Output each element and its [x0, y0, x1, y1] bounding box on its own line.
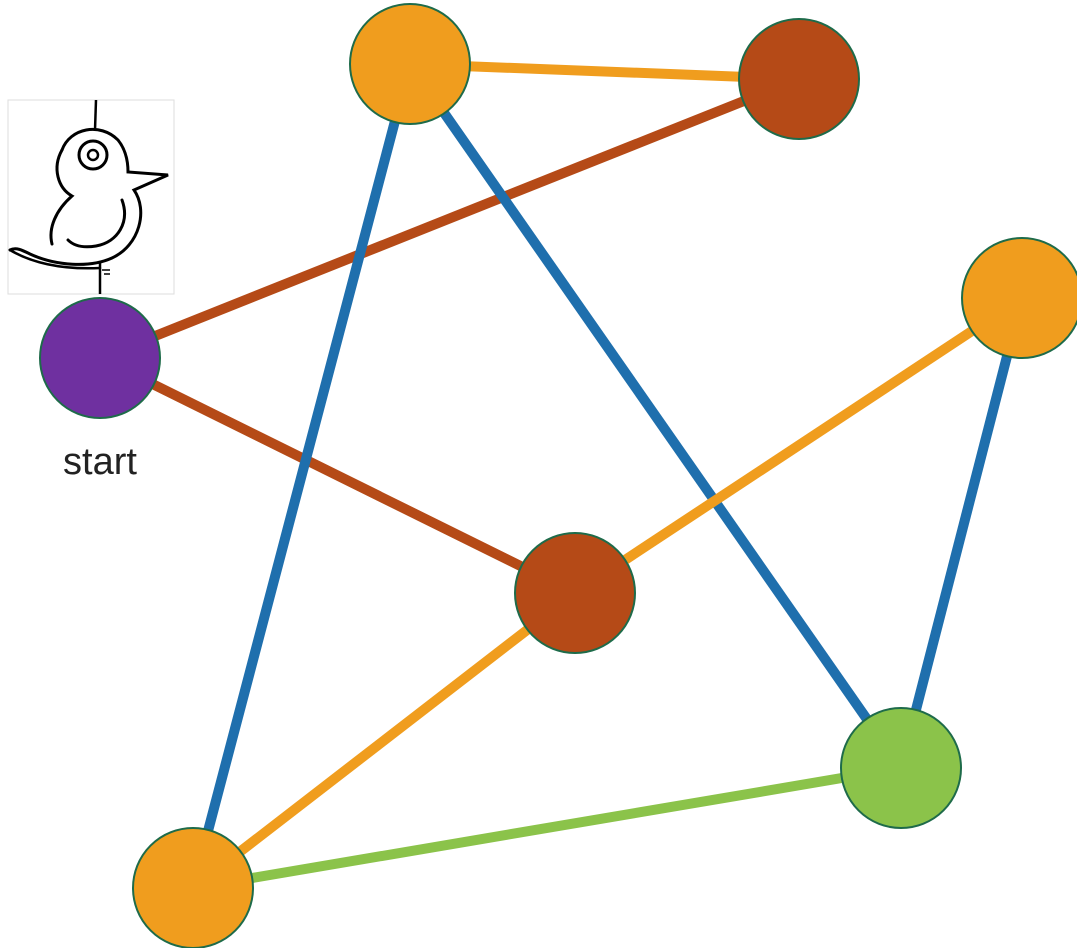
node-top-right	[738, 18, 860, 140]
bird-sketch-icon	[7, 99, 175, 295]
edge-start-to-top-right	[98, 74, 801, 363]
nodes-layer	[39, 3, 1077, 948]
node-bottom-right	[840, 707, 962, 829]
edge-top-left-to-bottom-left	[188, 62, 415, 890]
edge-top-left-to-bottom-right	[405, 61, 906, 771]
node-bottom-left	[132, 827, 254, 948]
edge-start-to-center	[97, 353, 578, 598]
node-right	[961, 237, 1077, 359]
edges-layer	[97, 59, 1027, 893]
node-start	[39, 297, 161, 419]
edge-right-to-bottom-right	[896, 296, 1027, 770]
node-center	[514, 532, 636, 654]
node-top-left	[349, 3, 471, 125]
edge-bottom-left-to-bottom-right	[192, 763, 902, 893]
edge-right-to-center	[572, 293, 1025, 598]
edge-center-to-bottom-left	[189, 589, 579, 892]
start-label: start	[63, 441, 137, 483]
edge-top-left-to-top-right	[409, 59, 800, 84]
